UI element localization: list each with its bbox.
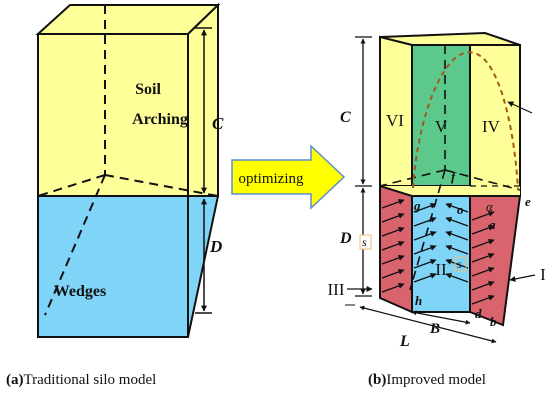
arrow-label: optimizing [239,171,304,187]
dim-line-l [359,305,497,344]
force-arrows-zone-i [471,211,495,305]
point-a-label: a [489,217,496,232]
caption-left-tag: (a) [6,372,24,388]
optimizing-arrow: optimizing [231,144,346,210]
left-hidden-diagonal [44,174,106,316]
s-box-mid [454,256,467,272]
left-wedges-front [37,195,189,338]
left-hidden-diagonal-2 [37,174,106,197]
point-f-label: f [451,169,457,184]
caption-right-text: Improved model [386,372,486,388]
curve-leader [507,101,533,114]
zone-iv-label: IV [482,117,501,136]
right-hidden-to-right [444,169,521,191]
point-d-label: d [475,306,482,321]
s-label-left: s [362,235,367,249]
dim-line-b [411,310,471,325]
caption-left-text: Traditional silo model [23,372,157,388]
point-h-label: h [415,293,422,308]
right-dim-label-c: C [340,109,351,126]
zone-v-face [411,44,471,187]
point-g-label: g [413,198,421,213]
zone-v-label: V [435,117,448,136]
right-hidden-to-left [379,169,446,187]
caption-right-tag: (b) [368,372,387,388]
soil-arching-curve [412,51,519,191]
zone-i-label: I [540,265,546,284]
right-dim-label-d: D [339,230,352,247]
zone-ii-label: II [435,260,447,279]
point-b-label: b [490,314,497,329]
zone-vi-label: VI [386,111,404,130]
right-hidden-diagonal [409,169,446,291]
dim-label-d: D [209,237,222,256]
point-e-label: e [525,194,531,209]
dim-label-b: B [429,321,440,337]
zone-iii-label: III [328,280,345,299]
soil-label-line2: Arching [132,111,188,128]
angle-alpha-label: α [486,199,494,214]
caption-right: (b)Improved model [368,372,486,389]
force-arrows-zone-iii [381,199,405,293]
soil-label-line1: Soil [135,81,161,98]
wedges-label: Wedges [54,283,106,300]
s-label-mid: s [457,257,462,271]
zone-i-leader [509,274,536,282]
left-wedges-side [187,195,220,338]
s-box-left [359,234,372,250]
dim-label-c: C [212,114,224,133]
point-o-label: o [457,202,464,217]
traditional-silo-model: Soil Arching Wedges C D [35,2,224,338]
left-top-face [35,4,221,35]
left-hidden-horizontal [104,174,219,197]
zone-i-face [469,195,522,327]
dim-label-l: L [399,333,410,350]
improved-model: VI V IV II III I C D B L f g o e a h d b [328,31,546,350]
arrow-shape [231,144,346,210]
left-soil-arching-side [187,2,219,197]
caption-left: (a)Traditional silo model [6,372,156,389]
transition-band [380,186,520,196]
force-arrows-zone-ii [413,203,469,283]
